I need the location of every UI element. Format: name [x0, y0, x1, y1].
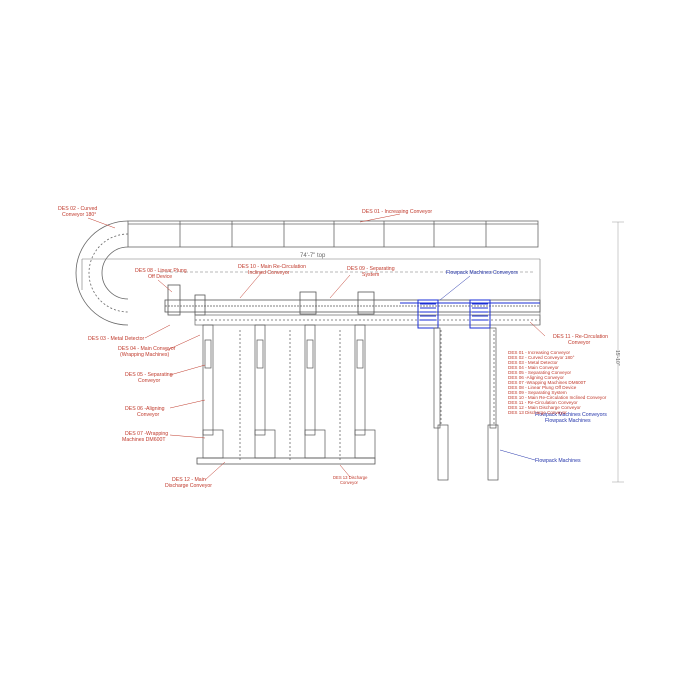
dimension-right-label: 15'-10"	[614, 350, 620, 366]
legend-item: DES 07 -Wrapping Machines DM600T	[508, 380, 586, 385]
legend-item: DES 06 -Aligning Conveyor	[508, 375, 564, 380]
wrapping-lanes	[202, 324, 376, 460]
legend-item: DES 01 - Increasing Conveyor	[508, 350, 571, 355]
label-des08: DES 08 - Linear Plung Off Device	[135, 268, 188, 280]
legend-item: DES 09 - Separating System	[508, 390, 567, 395]
separating-system	[194, 314, 541, 326]
curved-conveyor-180	[75, 220, 129, 326]
legend: DES 01 - Increasing Conveyor DES 02 - Cu…	[508, 350, 607, 415]
legend-item: DES 08 - Linear Plung Off Device	[508, 385, 577, 390]
dimension-top-label: 74'-7" top	[300, 253, 326, 259]
label-des02: DES 02 - Curved Conveyor 180°	[58, 206, 99, 218]
flowpack-highlight	[400, 299, 540, 329]
legend-item: DES 04 - Main Conveyor	[508, 365, 559, 370]
legend-item: DES 03 - Metal Detector	[508, 360, 558, 365]
recirculation-frame	[81, 258, 541, 325]
label-des05: DES 05 - Separating Conveyor	[125, 372, 174, 384]
label-flowpack-conveyors: Flowpack Machines Conveyors Flowpack Mac…	[535, 412, 608, 424]
flowpack-lanes	[433, 327, 499, 481]
label-des04: DES 04 - Main Conveyor (Wrapping Machine…	[118, 346, 177, 358]
label-des12: DES 12 - Main Discharge Conveyor	[165, 477, 212, 489]
legend-item: DES 12 - Main Discharge Conveyor	[508, 405, 581, 410]
label-des10: DES 10 - Main Re-Circulation Inclined Co…	[238, 264, 308, 276]
label-des07: DES 07 -Wrapping Machines DM600T	[122, 431, 170, 443]
legend-item: DES 13 Discharge Conveyor	[508, 410, 567, 415]
label-des06: DES 06 -Aligning Conveyor	[125, 406, 166, 418]
increasing-conveyor	[127, 220, 539, 248]
legend-item: DES 02 - Curved Conveyor 180°	[508, 355, 575, 360]
legend-item: DES 10 - Main Re-Circulation Inclined Co…	[508, 395, 607, 400]
label-des11: DES 11 - Re-Circulation Conveyor	[553, 334, 609, 346]
main-discharge-conveyor	[196, 457, 376, 465]
label-des03: DES 03 - Metal Detector	[88, 336, 144, 342]
legend-item: DES 11 - Re-Circulation Conveyor	[508, 400, 578, 405]
dimension-right	[612, 221, 624, 483]
label-flowpack-top: Flowpack Machines Conveyors	[446, 270, 518, 276]
flowpack-leader	[439, 275, 536, 461]
legend-item: DES 05 - Separating Conveyor	[508, 370, 572, 375]
leader-lines	[87, 213, 546, 481]
label-flowpack-machines: Flowpack Machines	[535, 458, 581, 464]
label-des13: DES 13 Discharge Conveyor	[333, 475, 369, 485]
label-des01: DES 01 - Increasing Conveyor	[362, 209, 432, 215]
label-des09: DES 09 - Separating System	[347, 266, 396, 278]
